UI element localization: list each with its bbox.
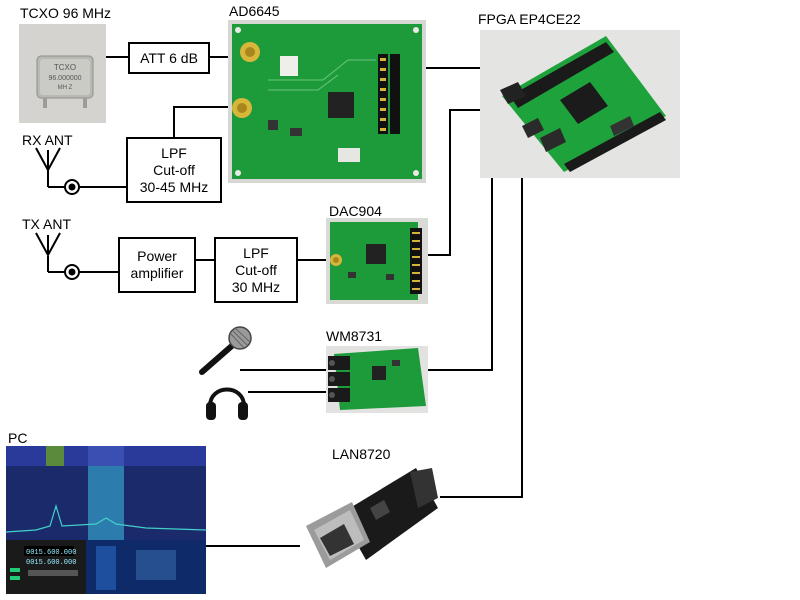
wire-fpga-lan8720 xyxy=(432,178,523,498)
ad6645-label: AD6645 xyxy=(229,3,280,19)
fpga-photo xyxy=(480,30,680,178)
tx-antenna-icon xyxy=(35,232,80,280)
ad6645-photo xyxy=(228,20,426,183)
sdr-software-screenshot: 0015.600.000 0015.600.000 xyxy=(6,446,206,594)
tcxo-label: TCXO 96 MHz xyxy=(20,5,112,21)
wire-ad6645-lpf-rx xyxy=(173,106,232,137)
lpf-rx-line1: LPF xyxy=(161,144,187,161)
tx-ant-label: TX ANT xyxy=(22,216,72,232)
lpf-tx-block: LPF Cut-off 30 MHz xyxy=(214,237,298,303)
fpga-label: FPGA EP4CE22 xyxy=(478,11,581,27)
dac904-board-image xyxy=(326,218,428,304)
lpf-tx-line3: 30 MHz xyxy=(231,278,281,295)
ad6645-board-image xyxy=(228,20,426,183)
tcxo-chip-text-3: MH Z xyxy=(58,85,73,91)
wm8731-photo xyxy=(326,346,428,413)
wm8731-label: WM8731 xyxy=(326,328,383,344)
lpf-tx-line1: LPF xyxy=(243,244,269,261)
tcxo-chip-image: TCXO 96.000000 MH Z xyxy=(19,24,106,123)
pc-screen: 0015.600.000 0015.600.000 xyxy=(6,446,206,594)
lpf-rx-block: LPF Cut-off 30-45 MHz xyxy=(126,137,222,203)
lan8720-label: LAN8720 xyxy=(332,446,391,462)
fpga-board-image xyxy=(480,30,680,178)
lpf-rx-line2: Cut-off xyxy=(153,161,195,178)
att-block: ATT 6 dB xyxy=(128,42,210,74)
wire-dac-fpga xyxy=(428,109,480,256)
dac904-label: DAC904 xyxy=(329,203,382,219)
dac904-photo xyxy=(326,218,428,304)
pc-freq-readout-2: 0015.600.000 xyxy=(26,559,76,567)
att-text: ATT 6 dB xyxy=(140,49,198,66)
lan8720-photo xyxy=(300,468,440,580)
wm8731-board-image xyxy=(326,346,428,413)
tcxo-chip-text-1: TCXO xyxy=(54,63,76,72)
pa-line2: amplifier xyxy=(130,265,184,281)
lan8720-board-image xyxy=(300,468,440,580)
pc-label: PC xyxy=(8,430,28,446)
pc-freq-readout-1: 0015.600.000 xyxy=(26,549,76,557)
pa-line1: Power xyxy=(137,248,177,264)
tcxo-photo: TCXO 96.000000 MH Z xyxy=(19,24,106,123)
lpf-tx-line2: Cut-off xyxy=(235,261,277,278)
rx-antenna-icon xyxy=(35,147,80,195)
lpf-rx-line3: 30-45 MHz xyxy=(139,178,209,195)
rx-ant-label: RX ANT xyxy=(22,132,73,148)
tcxo-chip-text-2: 96.000000 xyxy=(48,75,81,82)
power-amplifier-block: Power amplifier xyxy=(118,237,196,293)
wire-fpga-wm8731 xyxy=(428,178,493,371)
